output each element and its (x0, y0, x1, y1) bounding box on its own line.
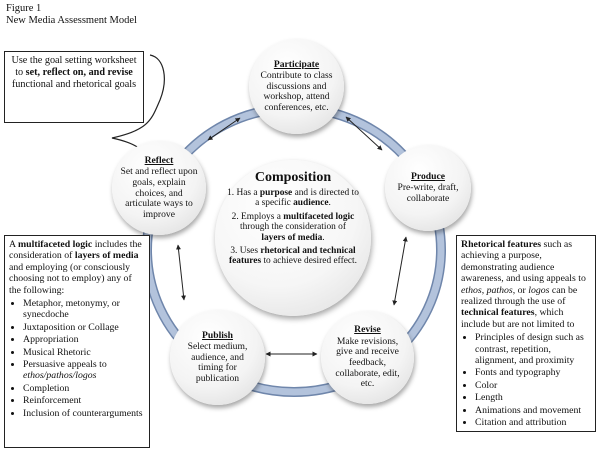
logic-intro-run: includes the consideration of (9, 239, 142, 262)
composition-point-run: 1. Has a (227, 188, 260, 198)
composition-point-run: rhetorical and technical features (229, 246, 356, 267)
node-revise: Revise Make revisions, give and receive … (321, 311, 414, 404)
technical-features-list: Principles of design such as contrast, r… (461, 332, 591, 428)
features-intro-run: can be realized through the use of (461, 284, 578, 308)
composition-point-run: to achieve desired effect. (261, 256, 357, 267)
composition-point-run: through the consideration of (240, 222, 346, 233)
logic-list-item: Musical Rhetoric (23, 347, 145, 358)
logic-item-run: Juxtaposition or Collage (23, 321, 119, 333)
logic-item-run: Musical Rhetoric (23, 346, 91, 358)
logic-item-run: Persuasive appeals to (23, 359, 107, 371)
composition-point-2: 2. Employs a multifaceted logic through … (227, 212, 359, 243)
figure-title: New Media Assessment Model (6, 15, 137, 26)
figure-label: Figure 1 (6, 3, 42, 14)
logic-list-item: Inclusion of counterarguments (23, 408, 145, 419)
features-intro-run: , or (512, 284, 529, 296)
node-publish-text: Select medium, audience, and timing for … (187, 341, 248, 384)
feature-list-item: Color (475, 380, 591, 391)
rhetorical-features-intro: Rhetorical features such as achieving a … (461, 239, 591, 330)
multifaceted-logic-list: Metaphor, metonymy, or synecdocheJuxtapo… (9, 298, 145, 419)
logic-item-run: Appropriation (23, 334, 79, 346)
composition-points: 1. Has a purpose and is directed to a sp… (215, 188, 371, 267)
node-publish-title: Publish (202, 329, 233, 341)
feature-list-item: Fonts and typography (475, 367, 591, 378)
node-revise-title: Revise (354, 324, 381, 336)
node-revise-text: Make revisions, give and receive feedbac… (335, 335, 400, 390)
features-intro-run: such as achieving a purpose, demonstrati… (461, 239, 586, 285)
composition-point-run: 3. Uses (230, 246, 261, 257)
logic-intro-run: A (9, 239, 18, 250)
logic-item-run: Metaphor, metonymy, or synecdoche (23, 298, 120, 321)
composition-point-run: layers of media (261, 232, 323, 243)
logic-list-item: Reinforcement (23, 395, 145, 406)
goal-setting-box: Use the goal setting worksheet to set, r… (4, 51, 144, 123)
node-participate-text: Contribute to class discussions and work… (260, 70, 333, 113)
feature-list-item: Principles of design such as contrast, r… (475, 332, 591, 366)
logic-list-item: Appropriation (23, 334, 145, 345)
features-intro-run: technical features (461, 307, 535, 319)
node-participate: Participate Contribute to class discussi… (249, 39, 344, 134)
composition-point-run: . (322, 232, 325, 243)
composition-point-run: multifaceted logic (283, 211, 355, 222)
logic-item-run: Completion (23, 382, 70, 394)
feature-list-item: Length (475, 392, 591, 403)
multifaceted-logic-box: A multifaceted logic includes the consid… (4, 235, 150, 448)
arrow-produce-revise (392, 236, 408, 306)
goal-text-run: set, reflect on, and revise (25, 67, 133, 79)
node-reflect-text: Set and reflect upon goals, explain choi… (120, 166, 198, 220)
logic-item-run: Inclusion of counterarguments (23, 407, 143, 419)
logic-intro-run: layers of media (74, 250, 139, 262)
features-intro-run: logos (528, 284, 550, 296)
features-intro-run: , which include but are not limited to (461, 307, 575, 330)
arrow-participate-produce (345, 116, 383, 151)
composition-point-run: . (328, 198, 331, 209)
node-produce-text: Pre-write, draft, collaborate (397, 182, 459, 204)
arrow-reflect-participate (207, 117, 241, 141)
arrow-publish-reflect (176, 244, 186, 301)
composition-circle: Composition 1. Has a purpose and is dire… (215, 160, 371, 316)
logic-list-item: Juxtaposition or Collage (23, 322, 145, 333)
logic-item-run: ethos/pathos/logos (23, 370, 97, 382)
node-reflect: Reflect Set and reflect upon goals, expl… (112, 141, 206, 235)
node-produce-title: Produce (411, 170, 445, 182)
features-intro-run: Rhetorical features (461, 239, 542, 250)
logic-list-item: Metaphor, metonymy, or synecdoche (23, 298, 145, 321)
logic-list-item: Persuasive appeals to ethos/pathos/logos (23, 359, 145, 382)
logic-item-run: Reinforcement (23, 395, 82, 407)
composition-title: Composition (254, 170, 332, 185)
goal-text-run: functional and rhetorical goals (11, 79, 137, 91)
node-publish: Publish Select medium, audience, and tim… (170, 310, 265, 405)
composition-point-run: 2. Employs a (231, 211, 284, 222)
node-participate-title: Participate (273, 58, 320, 70)
feature-list-item: Citation and attribution (475, 417, 591, 428)
composition-point-run: and is directed to a specific (255, 188, 359, 209)
multifaceted-logic-intro: A multifaceted logic includes the consid… (9, 239, 145, 296)
rhetorical-features-box: Rhetorical features such as achieving a … (456, 235, 596, 432)
logic-intro-run: multifaceted logic (17, 239, 93, 250)
feature-list-item: Animations and movement (475, 405, 591, 416)
composition-point-run: purpose (259, 188, 293, 198)
node-reflect-title: Reflect (144, 154, 174, 166)
node-produce: Produce Pre-write, draft, collaborate (385, 145, 471, 231)
features-intro-run: pathos (486, 284, 513, 296)
features-intro-run: , (481, 284, 487, 296)
goal-setting-text: Use the goal setting worksheet to set, r… (11, 55, 136, 90)
composition-point-1: 1. Has a purpose and is directed to a sp… (227, 188, 359, 209)
composition-point-run: audience (293, 198, 329, 209)
goal-text-run: Use the goal setting worksheet to (11, 55, 137, 79)
logic-list-item: Completion (23, 383, 145, 394)
features-intro-run: ethos (461, 284, 482, 296)
composition-point-3: 3. Uses rhetorical and technical feature… (227, 246, 359, 267)
logic-intro-run: and employing (or consciously choosing n… (9, 261, 132, 296)
